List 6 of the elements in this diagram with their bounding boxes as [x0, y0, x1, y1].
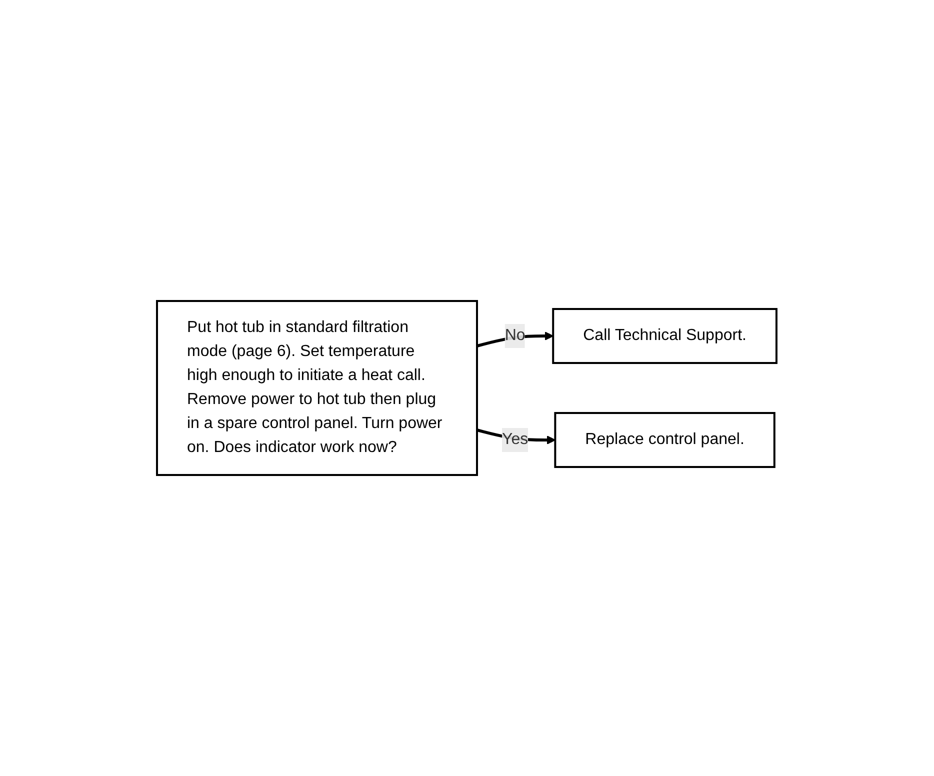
edge-label: Yes	[502, 431, 528, 448]
node-box: Put hot tub in standard filtration mode (page 6). Set temperature high enough to initiate a heat call. Remove power to hot tub then plug in a spare control panel. Turn power on. Does indicator work now?	[156, 300, 478, 476]
node-box: Replace control panel.	[554, 412, 776, 468]
arrow	[476, 332, 554, 348]
node-box: Call Technical Support.	[552, 308, 778, 364]
edge-label: No	[505, 327, 526, 344]
